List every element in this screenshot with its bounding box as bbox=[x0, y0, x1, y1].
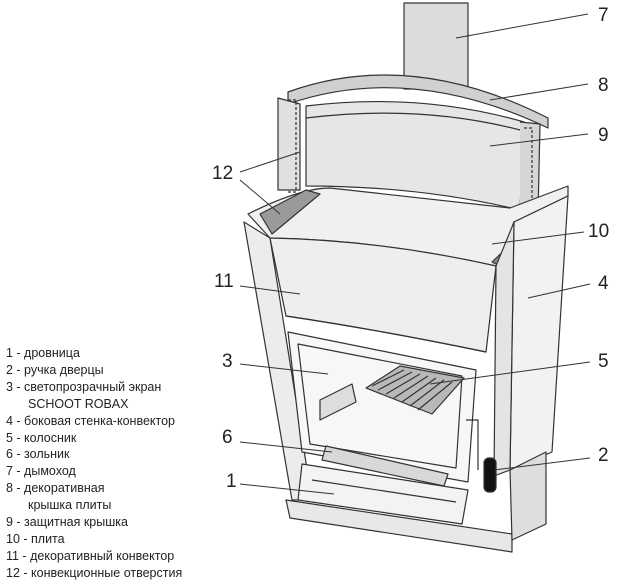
base bbox=[285, 451, 547, 553]
callout-5: 5 bbox=[598, 351, 609, 372]
callout-8: 8 bbox=[598, 75, 609, 96]
legend-item: 3 - светопрозрачный экран bbox=[6, 379, 162, 394]
legend: 1 - дровница 2 - ручка дверцы 3 - светоп… bbox=[6, 345, 182, 582]
legend-item: 6 - зольник bbox=[6, 447, 70, 462]
door-handle bbox=[466, 419, 497, 493]
callout-10: 10 bbox=[588, 221, 610, 242]
legend-item: 7 - дымоход bbox=[6, 464, 76, 479]
wood-storage bbox=[297, 463, 469, 525]
legend-item: 5 - колосник bbox=[6, 430, 77, 445]
callout-9: 9 bbox=[598, 125, 609, 146]
legend-item: 10 - плита bbox=[6, 531, 65, 546]
legend-item: 12 - конвекционные отверстия bbox=[6, 565, 183, 580]
callout-3: 3 bbox=[222, 351, 233, 372]
grate bbox=[365, 365, 465, 415]
callout-7: 7 bbox=[598, 5, 609, 26]
leader-lines bbox=[239, 13, 591, 495]
glass-screen bbox=[287, 331, 477, 483]
callout-12: 12 bbox=[212, 163, 234, 184]
legend-item: 11 - декоративный конвектор bbox=[6, 548, 175, 563]
callout-4: 4 bbox=[598, 273, 609, 294]
callout-1: 1 bbox=[226, 471, 237, 492]
legend-item: 1 - дровница bbox=[6, 346, 80, 360]
decorative-lid bbox=[277, 74, 549, 193]
legend-item: 2 - ручка дверцы bbox=[6, 362, 104, 377]
legend-item: 9 - защитная крышка bbox=[6, 515, 128, 530]
decorative-convector bbox=[269, 237, 497, 353]
callout-6: 6 bbox=[222, 427, 233, 448]
chimney bbox=[403, 2, 469, 90]
legend-item: крышка плиты bbox=[28, 498, 112, 513]
legend-item: 8 - декоративная bbox=[6, 481, 105, 496]
legend-item: SCHOOT ROBAX bbox=[28, 396, 129, 411]
side-wall-right bbox=[493, 195, 569, 477]
legend-item: 4 - боковая стенка-конвектор bbox=[6, 413, 175, 428]
callout-11: 11 bbox=[214, 271, 234, 292]
protective-cover bbox=[305, 100, 541, 215]
callout-2: 2 bbox=[598, 445, 609, 466]
